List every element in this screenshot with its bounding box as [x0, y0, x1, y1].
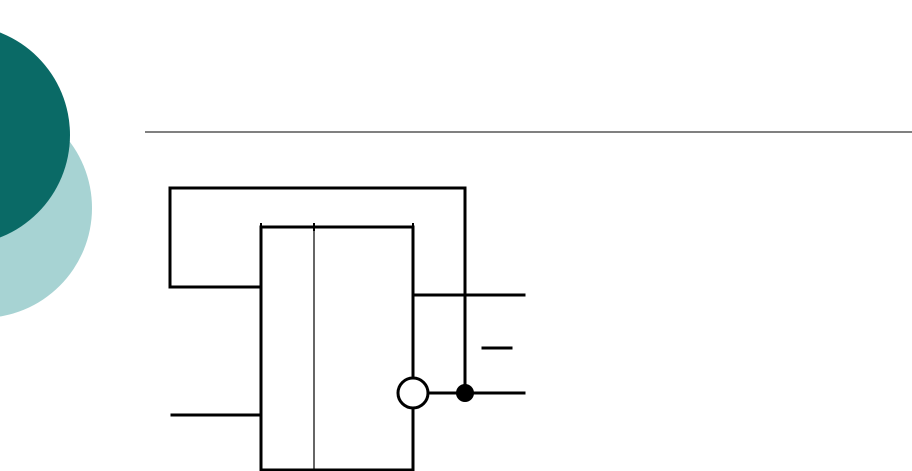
- feedback-wire: [168, 186, 467, 395]
- flip-flop-block: [259, 225, 415, 471]
- junction-dot: [456, 384, 474, 402]
- inversion-bubble: [396, 376, 430, 410]
- decorative-circles: [0, 32, 92, 317]
- dark-teal-circle: [0, 32, 70, 238]
- flip-flop-diagram: [168, 186, 526, 471]
